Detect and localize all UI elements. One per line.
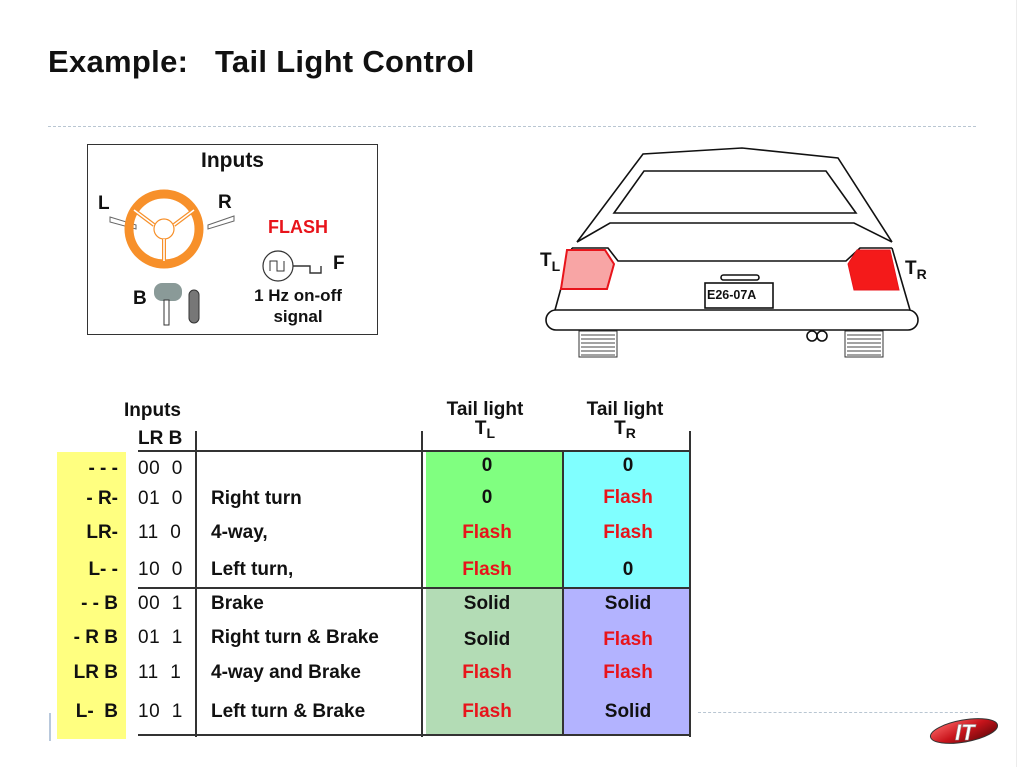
brake-label: B [133,288,147,309]
tl-header-line1: Tail light [446,399,524,420]
title-divider [48,126,976,127]
row-input-code: L- B [75,701,118,722]
row-input-code: L- - [88,559,118,580]
rear-window-icon [612,170,858,214]
table-vline-bits [195,431,197,737]
tl-header-symbol: T [474,418,487,439]
row-tl-state: Flash [462,559,512,580]
tr-header-line1: Tail light [586,399,664,420]
row-input-bits: 10 1 [138,701,183,722]
row-tr-state: Solid [604,701,652,722]
row-input-code: - - B [81,593,118,614]
right-tire-icon [844,330,884,358]
footer-divider [698,712,978,713]
flash-output-label: F [333,253,345,274]
row-tr-state: Flash [603,629,653,650]
inputs-panel-title: Inputs [201,149,264,172]
row-input-code: - - - [88,458,118,479]
left-turn-label: L [98,193,110,214]
table-header-inputs: Inputs [124,400,181,421]
input-code-column [57,452,126,739]
signal-line-2: signal [273,307,323,326]
license-plate-text: E26-07A [707,288,757,302]
row-input-bits: 11 0 [138,522,182,543]
row-input-code: - R B [73,627,118,648]
footer-side-mark [49,713,51,741]
table-header-bits: LR B [138,428,183,449]
inputs-diagram [109,189,322,326]
row-tl-state: Solid [463,629,511,650]
row-input-bits: 00 0 [138,458,183,479]
row-description: Left turn & Brake [211,701,366,722]
tr-header-symbol: T [614,418,626,439]
brake-pedal-icon [154,283,200,326]
row-input-bits: 01 0 [138,488,183,509]
tl-no-brake-block [426,452,563,588]
row-description: 4-way and Brake [211,662,361,683]
inputs-panel: Inputs [87,144,378,335]
oscillator-icon [262,250,322,282]
table-mid-rule [138,587,691,589]
row-description: Right turn & Brake [211,627,379,648]
tl-subscript: L [551,258,561,274]
signal-description: 1 Hz on-off signal [238,285,358,327]
tr-symbol: T [905,258,917,279]
left-tail-light-label: TL [540,250,560,274]
row-input-code: LR- [86,522,118,543]
row-input-code: - R- [86,488,118,509]
row-tr-state: Solid [604,593,652,614]
table-header-rule [138,450,691,452]
row-tl-state: Solid [463,593,511,614]
bumper [545,309,919,331]
steering-wheel-icon [109,189,235,269]
table-header-tr: Tail light TR [565,400,685,443]
row-tl-state: Flash [462,522,512,543]
row-description: Left turn, [211,559,294,580]
table-bottom-rule [138,734,691,736]
tr-no-brake-block [563,452,690,588]
table-header-tl: Tail light TL [425,400,545,443]
car-roof [576,147,893,243]
row-description: Brake [211,593,264,614]
row-tr-state: 0 [622,559,634,580]
slide-title: Example: Tail Light Control [48,44,475,79]
tl-symbol: T [540,250,552,271]
right-tail-light [847,249,900,291]
left-tire-icon [578,330,618,358]
row-description: Right turn [211,488,302,509]
row-tr-state: Flash [603,662,653,683]
row-tr-state: Flash [603,487,653,508]
flash-label: FLASH [268,217,328,237]
tr-brake-block [563,589,690,735]
tl-header-subscript: L [486,425,496,441]
car-rear-diagram [545,147,919,358]
row-tr-state: Flash [603,522,653,543]
row-tl-state: Flash [462,662,512,683]
table-vline-tr [689,431,691,737]
row-tl-state: 0 [481,487,493,508]
row-input-bits: 11 1 [138,662,182,683]
svg-text:IT: IT [955,720,976,745]
row-input-bits: 00 1 [138,593,183,614]
row-tl-state: Flash [462,701,512,722]
left-tail-light [559,249,616,290]
row-description: 4-way, [211,522,268,543]
right-tail-light-label: TR [905,258,927,282]
table-vline-tl [562,452,564,736]
row-input-bits: 01 1 [138,627,183,648]
row-tr-state: 0 [622,455,634,476]
slide-edge [1016,0,1017,767]
license-plate [704,282,774,309]
tr-subscript: R [916,266,927,282]
row-tl-state: 0 [481,455,493,476]
row-input-bits: 10 0 [138,559,183,580]
tr-header-subscript: R [625,425,636,441]
row-input-code: LR B [73,662,118,683]
right-turn-label: R [218,192,232,213]
signal-line-1: 1 Hz on-off [254,286,342,305]
it-logo-icon: IT [929,718,999,745]
tl-brake-block [426,589,563,735]
table-vline-desc [421,431,423,737]
